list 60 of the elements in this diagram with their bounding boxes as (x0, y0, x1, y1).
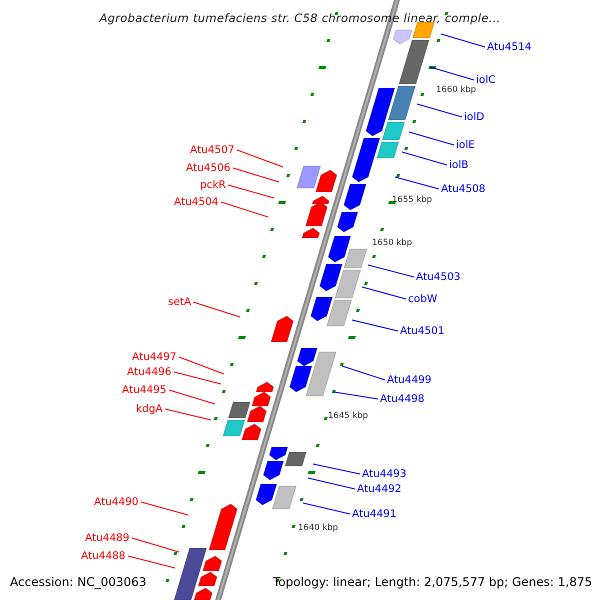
leader-line (308, 478, 356, 490)
leader-line (334, 392, 378, 400)
leader-line (352, 320, 398, 332)
gene-label: Atu4493 (362, 468, 406, 480)
gene-label: Atu4504 (174, 196, 218, 208)
tick-label: 1660 kbp (436, 85, 476, 95)
accession-text: Accession: NC_003063 (10, 576, 146, 588)
leader-line (164, 408, 212, 420)
gene-label: Atu4498 (380, 392, 424, 406)
leader-line (140, 502, 188, 516)
gene-label: cobW (408, 292, 438, 306)
gene-label: Atu4490 (94, 496, 138, 508)
gene-label: Atu4508 (441, 182, 486, 196)
gene-label: kdgA (136, 402, 163, 416)
leader-line (128, 556, 176, 568)
leader-line (178, 356, 224, 374)
leader-line (302, 502, 350, 514)
leader-line (192, 302, 240, 318)
gene-label: Atu4501 (400, 324, 444, 338)
leader-line (174, 372, 222, 384)
leader-line (228, 184, 274, 198)
gene-label: Atu4489 (85, 532, 130, 544)
leader-line (236, 150, 284, 168)
gene-label: Atu4503 (416, 270, 460, 284)
gene-label: Atu4506 (186, 162, 230, 174)
title: Agrobacterium tumefaciens str. C58 chromosome linear, comple... (100, 12, 501, 25)
leader-line (402, 152, 448, 166)
leader-line (416, 104, 462, 118)
leader-line (394, 176, 440, 190)
leader-line (232, 168, 280, 182)
genome-info-text: Topology: linear; Length: 2,075,577 bp; Genes: 1,875 (273, 576, 592, 588)
gene-label: Atu4499 (387, 374, 432, 386)
gene-label: Atu4514 (487, 40, 532, 54)
gene-label: Atu4492 (357, 482, 402, 496)
gene-label: iolC (476, 74, 496, 86)
gene-label: pckR (200, 178, 226, 192)
gene-label: setA (168, 296, 192, 308)
tick-label: 1640 kbp (298, 523, 338, 533)
gene-label: iolB (449, 158, 468, 172)
leader-line (220, 202, 268, 218)
gene-label: Atu4488 (81, 550, 126, 562)
gene-label: Atu4491 (352, 508, 396, 520)
leader-line (368, 264, 414, 278)
gene-label: Atu4495 (122, 384, 166, 396)
gene-label: Atu4497 (132, 350, 176, 364)
tick-label: 1645 kbp (328, 411, 368, 421)
tick-label: 1655 kbp (392, 195, 432, 205)
leader-line (168, 390, 216, 404)
leader-line (362, 286, 406, 300)
leader-line (312, 464, 360, 474)
tick-label: 1650 kbp (372, 238, 412, 248)
gene-label: iolD (464, 110, 484, 124)
gene-label: Atu4507 (190, 144, 234, 156)
leader-line (408, 132, 454, 146)
leader-line (342, 366, 386, 380)
leader-line (440, 34, 486, 48)
leader-line (430, 66, 474, 80)
gene-label: iolE (456, 138, 475, 152)
gene-label: Atu4496 (127, 366, 172, 378)
leader-line (132, 538, 180, 552)
